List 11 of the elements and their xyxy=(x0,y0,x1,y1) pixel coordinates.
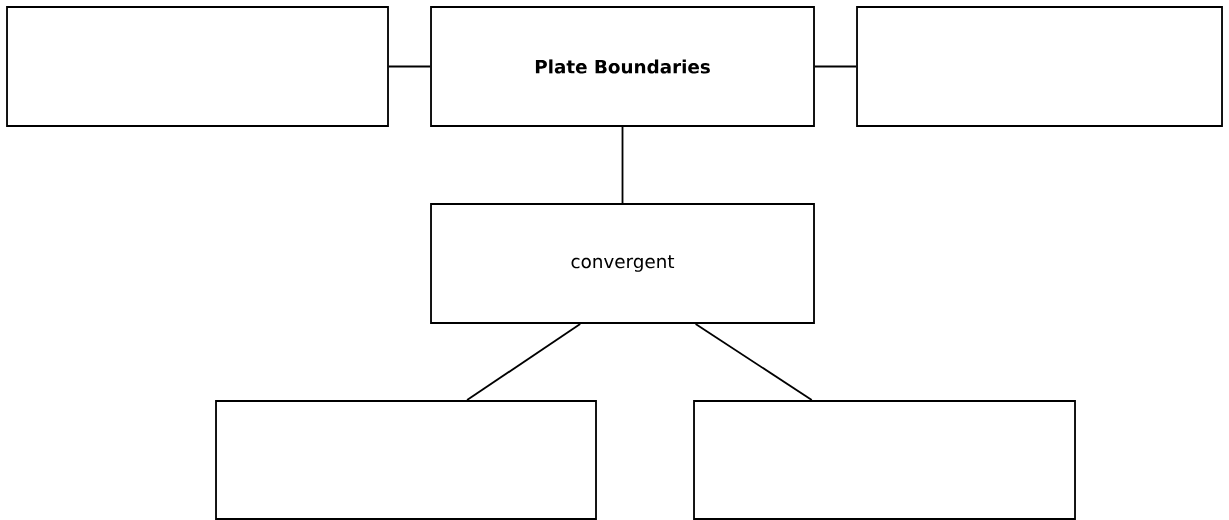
connector-line xyxy=(621,126,624,204)
connector-line xyxy=(388,65,431,68)
connector-line xyxy=(466,323,582,401)
empty-box xyxy=(6,6,389,127)
concept-box: Plate Boundaries xyxy=(430,6,815,127)
empty-box xyxy=(215,400,597,520)
connector-line xyxy=(694,323,813,401)
empty-box xyxy=(693,400,1076,520)
concept-box: convergent xyxy=(430,203,815,324)
connector-line xyxy=(814,65,857,68)
empty-box xyxy=(856,6,1223,127)
